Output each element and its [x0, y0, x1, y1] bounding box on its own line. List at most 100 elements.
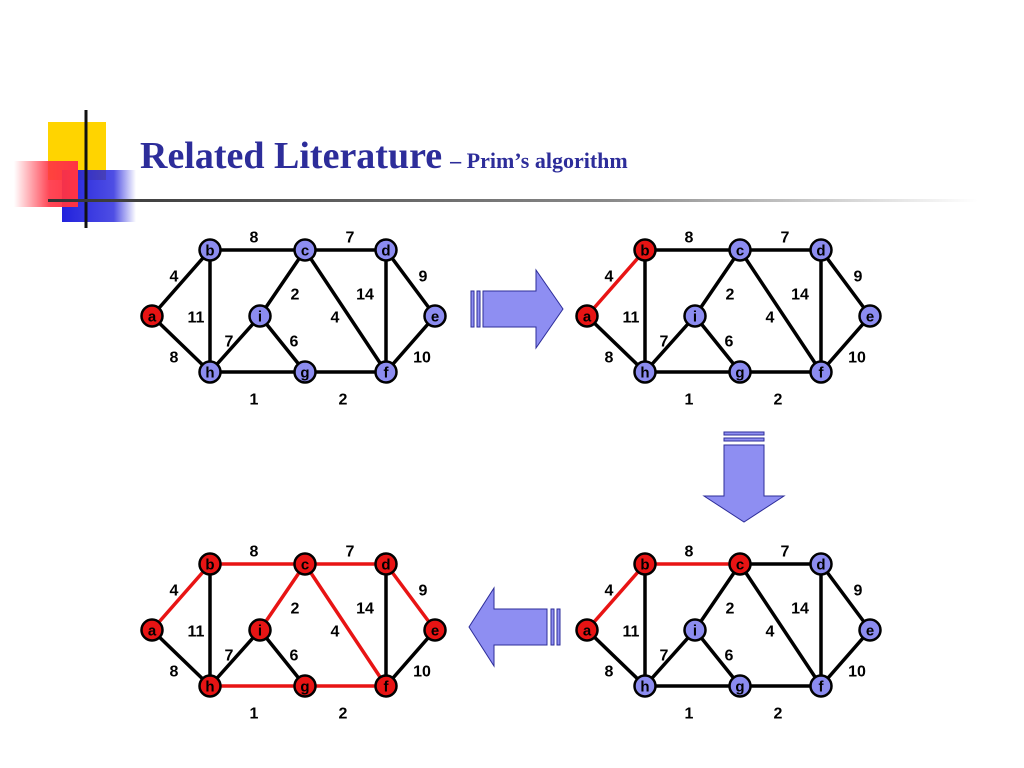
edge-weight-f-g: 2 [339, 392, 348, 409]
node-circle [198, 674, 222, 698]
node-a: a [140, 304, 164, 328]
node-label: e [866, 623, 874, 640]
edge-e-f [384, 314, 437, 374]
edge-i-g [258, 628, 307, 688]
edge-a-h [150, 314, 212, 374]
edge-a-h [585, 314, 647, 374]
edge-weight-c-f: 4 [766, 624, 775, 641]
edge-weight-b-c: 8 [250, 230, 259, 247]
node-e: e [423, 618, 447, 642]
edge-weight-c-i: 2 [291, 601, 300, 618]
arrow-down [702, 431, 786, 523]
edge-e-f [819, 628, 872, 688]
edge-weight-h-i: 7 [225, 648, 234, 665]
edge-weight-h-i: 7 [660, 334, 669, 351]
edge-weight-a-h: 8 [605, 664, 614, 681]
edge-a-b [150, 562, 212, 632]
node-label: i [258, 623, 262, 640]
node-label: c [736, 243, 744, 260]
edge-c-i [258, 248, 307, 318]
edge-weight-d-f: 14 [791, 601, 809, 618]
node-circle [633, 360, 657, 384]
node-b: b [633, 238, 657, 262]
node-label: b [640, 557, 649, 574]
edge-c-f [303, 248, 388, 374]
edge-a-b [585, 248, 647, 318]
edge-weight-e-f: 10 [413, 664, 431, 681]
node-label: g [300, 365, 309, 382]
edge-c-i [258, 562, 307, 632]
node-label: e [866, 309, 874, 326]
edge-weight-b-h: 11 [188, 624, 205, 641]
node-label: a [583, 309, 592, 326]
node-i: i [248, 304, 272, 328]
node-label: d [381, 243, 390, 260]
node-label: a [148, 623, 157, 640]
edge-weight-c-d: 7 [346, 230, 355, 247]
edge-h-i [643, 628, 697, 688]
edge-weight-i-g: 6 [725, 648, 734, 665]
node-label: a [148, 309, 157, 326]
node-g: g [728, 674, 752, 698]
edge-e-f [384, 628, 437, 688]
edge-a-b [150, 248, 212, 318]
edge-a-h [150, 628, 212, 688]
arrow-left [468, 586, 561, 668]
edge-h-i [643, 314, 697, 374]
edge-weight-i-g: 6 [290, 648, 299, 665]
edge-c-f [738, 562, 823, 688]
node-i: i [248, 618, 272, 642]
edge-weight-c-d: 7 [781, 230, 790, 247]
arrow-right-icon [482, 268, 564, 350]
node-circle [374, 552, 398, 576]
node-circle [293, 238, 317, 262]
edge-weight-b-h: 11 [188, 310, 205, 327]
edge-weight-d-e: 9 [419, 269, 428, 286]
edge-weight-c-d: 7 [346, 544, 355, 561]
edge-weight-a-b: 4 [170, 583, 179, 600]
edge-weight-h-i: 7 [660, 648, 669, 665]
node-d: d [809, 552, 833, 576]
edge-weight-a-h: 8 [605, 350, 614, 367]
edge-e-f [819, 314, 872, 374]
edge-i-g [258, 314, 307, 374]
node-circle [809, 238, 833, 262]
node-f: f [809, 674, 833, 698]
node-circle [248, 304, 272, 328]
edge-weight-h-i: 7 [225, 334, 234, 351]
node-g: g [293, 674, 317, 698]
edge-weight-i-g: 6 [290, 334, 299, 351]
node-f: f [809, 360, 833, 384]
node-h: h [198, 360, 222, 384]
edge-d-e [819, 562, 872, 632]
node-a: a [575, 304, 599, 328]
node-b: b [633, 552, 657, 576]
node-c: c [293, 552, 317, 576]
edge-weight-b-c: 8 [250, 544, 259, 561]
node-label: e [431, 309, 439, 326]
node-b: b [198, 552, 222, 576]
node-circle [293, 360, 317, 384]
node-label: h [640, 679, 649, 696]
edge-weight-a-h: 8 [170, 664, 179, 681]
node-label: g [735, 365, 744, 382]
node-circle [374, 238, 398, 262]
edges [585, 562, 872, 688]
node-c: c [728, 238, 752, 262]
node-circle [198, 360, 222, 384]
slide-title: Related Literature – Prim’s algorithm [140, 134, 628, 178]
edge-c-i [693, 248, 742, 318]
edge-weight-e-f: 10 [848, 350, 866, 367]
edge-h-i [208, 628, 262, 688]
node-circle [198, 238, 222, 262]
edge-weight-c-i: 2 [726, 601, 735, 618]
node-circle [809, 674, 833, 698]
node-circle [293, 674, 317, 698]
node-circle [633, 238, 657, 262]
